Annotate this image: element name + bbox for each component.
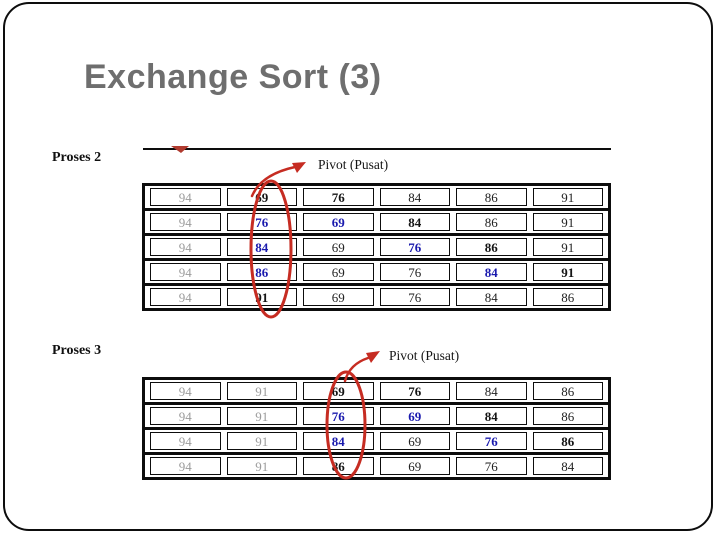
table-cell: 91	[532, 188, 603, 206]
table-cell: 86	[456, 188, 527, 206]
table-row: 94 91 84 69 76 86	[145, 427, 608, 452]
table-cell: 84	[379, 188, 450, 206]
table-cell: 69	[226, 188, 297, 206]
table-cell: 84	[456, 288, 527, 306]
table-cell: 69	[379, 407, 450, 425]
table-cell: 84	[226, 238, 297, 256]
table-cell: 76	[379, 288, 450, 306]
table-cell: 69	[303, 213, 374, 231]
table-cell: 86	[226, 263, 297, 281]
table-cell: 86	[532, 407, 603, 425]
table-cell: 91	[226, 382, 297, 400]
table-cell: 84	[379, 213, 450, 231]
table-cell: 76	[226, 213, 297, 231]
table-cell: 91	[226, 288, 297, 306]
table-cell: 94	[150, 213, 221, 231]
table-cell: 76	[379, 382, 450, 400]
process-2-table: 94 69 76 84 86 91 94 76 69 84 86 91 94 84 69 76 86 91 94 86…	[142, 183, 611, 311]
table-row: 94 91 76 69 84 86	[145, 402, 608, 427]
table-cell: 84	[303, 432, 374, 450]
table-cell: 94	[150, 263, 221, 281]
table-cell: 86	[532, 382, 603, 400]
table-cell: 94	[150, 407, 221, 425]
table-cell: 91	[532, 238, 603, 256]
table-cell: 84	[456, 407, 527, 425]
table-cell: 69	[379, 432, 450, 450]
pivot-label-process-3: Pivot (Pusat)	[389, 348, 460, 363]
table-row: 94 86 69 76 84 91	[145, 258, 608, 283]
table-row: 94 91 69 76 84 86	[145, 380, 608, 402]
table-cell: 76	[379, 238, 450, 256]
table-row: 94 91 86 69 76 84	[145, 452, 608, 477]
table-row: 94 84 69 76 86 91	[145, 233, 608, 258]
table-cell: 76	[456, 457, 527, 475]
pivot-label-process-2: Pivot (Pusat)	[318, 157, 389, 172]
table-row: 94 69 76 84 86 91	[145, 186, 608, 208]
table-cell: 76	[303, 407, 374, 425]
divider-line	[143, 148, 611, 150]
table-cell: 86	[532, 288, 603, 306]
table-cell: 76	[456, 432, 527, 450]
table-cell: 91	[532, 213, 603, 231]
table-cell: 86	[456, 213, 527, 231]
table-cell: 69	[303, 238, 374, 256]
process-3-label: Proses 3	[52, 343, 102, 358]
table-cell: 69	[303, 288, 374, 306]
table-cell: 84	[456, 263, 527, 281]
table-cell: 94	[150, 457, 221, 475]
table-cell: 76	[303, 188, 374, 206]
table-cell: 94	[150, 432, 221, 450]
table-cell: 91	[226, 457, 297, 475]
process-3-table: 94 91 69 76 84 86 94 91 76 69 84 86 94 91 84 69 76 86 94 91…	[142, 377, 611, 480]
page-title: Exchange Sort (3)	[84, 58, 382, 96]
table-cell: 91	[226, 407, 297, 425]
table-cell: 94	[150, 288, 221, 306]
table-cell: 94	[150, 382, 221, 400]
table-cell: 94	[150, 188, 221, 206]
table-cell: 84	[532, 457, 603, 475]
process-2-label: Proses 2	[52, 150, 102, 165]
table-cell: 86	[532, 432, 603, 450]
table-cell: 69	[379, 457, 450, 475]
table-cell: 91	[226, 432, 297, 450]
table-cell: 84	[456, 382, 527, 400]
table-cell: 69	[303, 382, 374, 400]
table-cell: 69	[303, 263, 374, 281]
table-row: 94 91 69 76 84 86	[145, 283, 608, 308]
table-cell: 91	[532, 263, 603, 281]
table-cell: 86	[303, 457, 374, 475]
table-row: 94 76 69 84 86 91	[145, 208, 608, 233]
table-cell: 76	[379, 263, 450, 281]
table-cell: 94	[150, 238, 221, 256]
table-cell: 86	[456, 238, 527, 256]
